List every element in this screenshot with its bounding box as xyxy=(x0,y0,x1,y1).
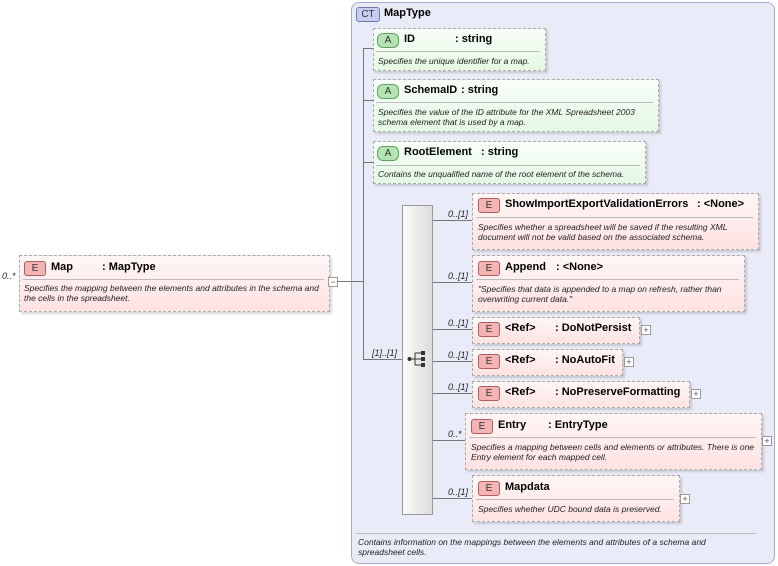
connector xyxy=(431,282,472,283)
element-cardinality: 0..[1] xyxy=(448,487,469,497)
expand-toggle[interactable]: + xyxy=(762,436,772,446)
connector xyxy=(431,361,472,362)
attribute-name: RootElement xyxy=(404,146,472,158)
sequence-compositor-icon xyxy=(407,351,425,367)
element-mapdata[interactable] xyxy=(472,475,680,522)
element-name: <Ref> xyxy=(505,322,536,334)
element-ref-nopreserveformatting[interactable] xyxy=(472,381,690,408)
map-type: : MapType xyxy=(102,261,156,273)
attribute-description: Specifies the unique identifier for a ma… xyxy=(378,56,530,66)
connector xyxy=(363,48,364,359)
element-name: ShowImportExportValidationErrors xyxy=(505,198,689,210)
complex-type-badge: CT xyxy=(356,7,380,22)
element-cardinality: 0..* xyxy=(448,429,462,439)
attribute-type: : string xyxy=(455,33,493,45)
element-cardinality: 0..[1] xyxy=(448,350,469,360)
map-cardinality: 0..* xyxy=(2,271,16,281)
connector xyxy=(431,440,465,441)
connector xyxy=(363,359,403,360)
connector xyxy=(363,48,373,49)
element-append[interactable] xyxy=(472,255,745,312)
connector xyxy=(363,162,373,163)
attribute-badge: A xyxy=(377,146,399,161)
element-name: <Ref> xyxy=(505,386,536,398)
expand-toggle[interactable]: + xyxy=(691,389,701,399)
expand-toggle[interactable]: + xyxy=(641,325,651,335)
element-cardinality: 0..[1] xyxy=(448,318,469,328)
element-badge: E xyxy=(478,261,500,276)
element-cardinality: 0..[1] xyxy=(448,382,469,392)
element-name: Append xyxy=(505,261,546,273)
element-name: Entry xyxy=(498,419,527,431)
element-badge: E xyxy=(478,198,500,213)
expand-toggle[interactable]: + xyxy=(624,357,634,367)
element-type: : DoNotPersist xyxy=(555,322,632,334)
element-name: Mapdata xyxy=(505,481,550,493)
attribute-description: Specifies the value of the ID attribute … xyxy=(378,107,635,127)
element-type: : <None> xyxy=(697,198,745,210)
element-type: : <None> xyxy=(556,261,604,273)
element-description: "Specifies that data is appended to a ma… xyxy=(478,284,722,304)
attribute-description: Contains the unqualified name of the roo… xyxy=(378,169,625,179)
connector xyxy=(338,281,364,282)
attribute-rootelement[interactable] xyxy=(373,141,646,184)
attribute-id[interactable] xyxy=(373,28,546,71)
expand-toggle[interactable]: + xyxy=(680,494,690,504)
attribute-type: : string xyxy=(481,146,519,158)
element-cardinality: 0..[1] xyxy=(448,209,469,219)
element-entry[interactable] xyxy=(465,413,762,470)
connector xyxy=(363,100,373,101)
attribute-name: ID xyxy=(404,33,415,45)
element-type: : NoPreserveFormatting xyxy=(555,386,681,398)
element-description: Specifies a mapping between cells and el… xyxy=(471,442,755,462)
element-showimportexportvalidationerrors[interactable] xyxy=(472,193,759,250)
attribute-type: : string xyxy=(461,84,499,96)
sequence-compositor[interactable] xyxy=(402,205,433,515)
complex-type-name: MapType xyxy=(384,7,431,19)
map-description: Specifies the mapping between the elemen… xyxy=(24,283,319,303)
element-name: <Ref> xyxy=(505,354,536,366)
map-badge: E xyxy=(24,261,46,276)
connector xyxy=(431,220,472,221)
attribute-schemaid[interactable] xyxy=(373,79,659,132)
element-type: : EntryType xyxy=(548,419,608,431)
connector xyxy=(431,393,472,394)
attribute-badge: A xyxy=(377,33,399,48)
connector xyxy=(431,498,472,499)
complex-type-footer: Contains information on the mappings bet… xyxy=(358,537,706,557)
map-element[interactable] xyxy=(19,255,330,312)
element-ref-donotpersist[interactable] xyxy=(472,317,640,344)
collapse-toggle[interactable]: − xyxy=(328,277,338,287)
element-description: Specifies whether a spreadsheet will be … xyxy=(478,222,728,242)
connector xyxy=(431,329,472,330)
attribute-name: SchemaID xyxy=(404,84,458,96)
element-badge: E xyxy=(471,419,493,434)
element-cardinality: 0..[1] xyxy=(448,271,469,281)
element-badge: E xyxy=(478,386,500,401)
element-description: Specifies whether UDC bound data is pres… xyxy=(478,504,662,514)
element-type: : NoAutoFit xyxy=(555,354,615,366)
element-badge: E xyxy=(478,481,500,496)
element-badge: E xyxy=(478,354,500,369)
map-name: Map xyxy=(51,261,73,273)
element-badge: E xyxy=(478,322,500,337)
sequence-cardinality: [1]..[1] xyxy=(372,348,398,358)
attribute-badge: A xyxy=(377,84,399,99)
